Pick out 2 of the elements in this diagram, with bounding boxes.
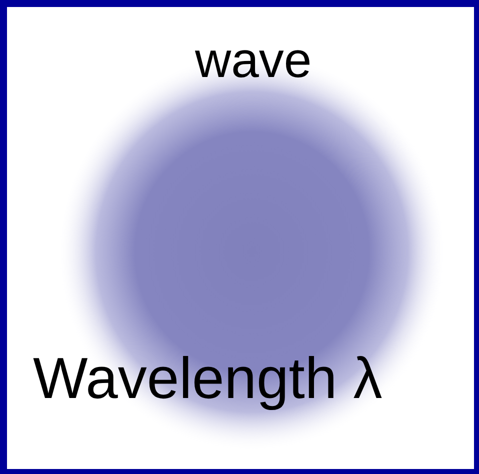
wavelength-label: Wavelength λ [33,345,382,412]
heading: wave [195,31,312,89]
